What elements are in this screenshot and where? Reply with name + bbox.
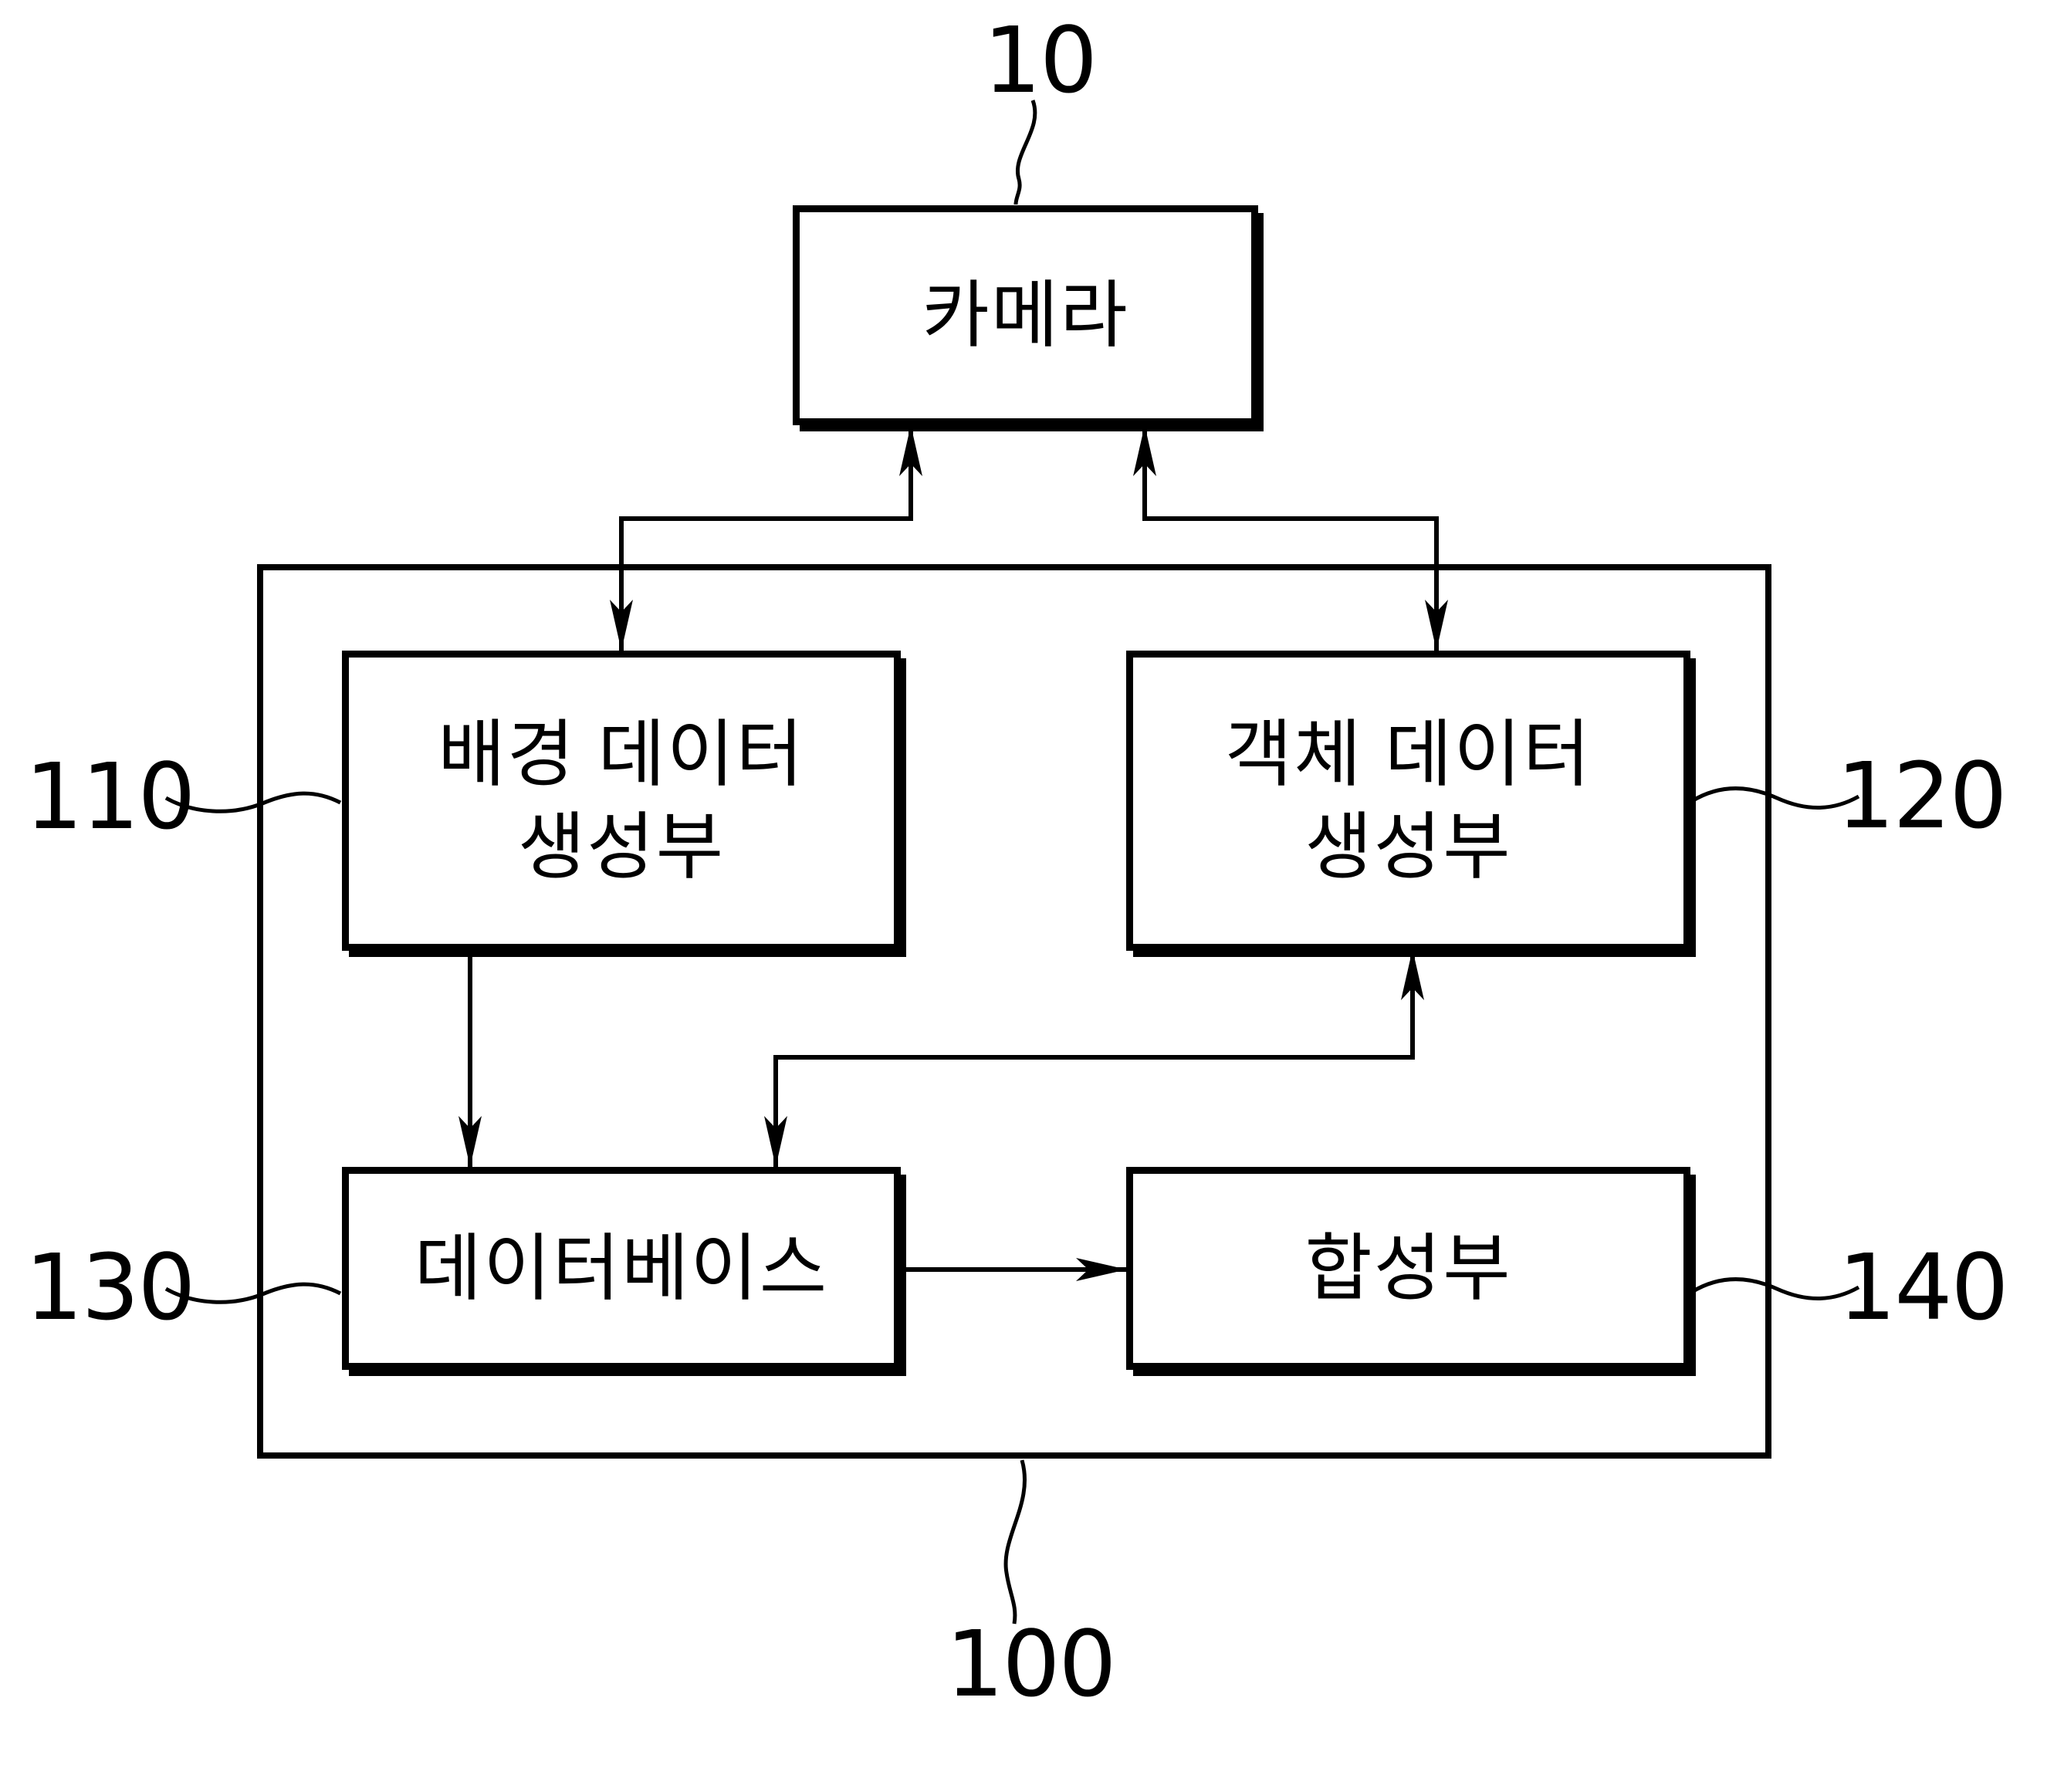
ref-label-100: 100 (946, 1611, 1116, 1717)
leader-line-ref-140 (1690, 1277, 1860, 1301)
camera-box-label: 카메라 (922, 274, 1129, 357)
leader-line-ref-100 (1003, 1459, 1027, 1625)
leader-line-ref-120 (1690, 786, 1860, 810)
ref-label-130: 130 (25, 1234, 195, 1341)
arrowhead-up-into-camera-left (899, 425, 922, 476)
arrowhead-up-into-object-generator (1401, 949, 1424, 1000)
leader-line-ref-110 (164, 791, 342, 813)
object-data-generator-box: 객체 데이터 생성부 (1126, 651, 1690, 951)
leader-line-ref-10 (1013, 100, 1037, 205)
leader-line-ref-130 (164, 1282, 342, 1304)
object-data-generator-label-line2: 생성부 (1304, 806, 1512, 888)
camera-background-connector (619, 425, 913, 651)
synthesizer-box: 합성부 (1126, 1167, 1690, 1370)
synthesizer-box-label: 합성부 (1304, 1227, 1512, 1310)
ref-label-10: 10 (983, 7, 1098, 113)
ref-label-120: 120 (1836, 742, 2007, 849)
ref-label-110: 110 (25, 743, 195, 850)
system-boundary-box (257, 564, 1771, 1459)
object-data-generator-label-line1: 객체 데이터 (1224, 713, 1592, 796)
ref-label-140: 140 (1838, 1234, 2008, 1341)
arrowhead-down-into-object-generator (1425, 600, 1448, 651)
arrowhead-down-into-background-generator (610, 600, 633, 651)
database-object-connector (773, 949, 1415, 1167)
background-data-generator-label-line2: 생성부 (517, 806, 726, 888)
background-data-generator-label-line1: 배경 데이터 (438, 713, 805, 796)
camera-object-connector (1142, 425, 1439, 651)
arrowhead-down-into-database-left (458, 1116, 482, 1167)
camera-box: 카메라 (793, 205, 1258, 425)
arrowhead-down-into-database-right (764, 1116, 787, 1167)
arrowhead-up-into-camera-right (1133, 425, 1156, 476)
database-box: 데이터베이스 (342, 1167, 901, 1370)
database-box-label: 데이터베이스 (414, 1227, 829, 1310)
arrowhead-right-into-synthesizer (1076, 1258, 1127, 1281)
background-data-generator-box: 배경 데이터 생성부 (342, 651, 901, 951)
